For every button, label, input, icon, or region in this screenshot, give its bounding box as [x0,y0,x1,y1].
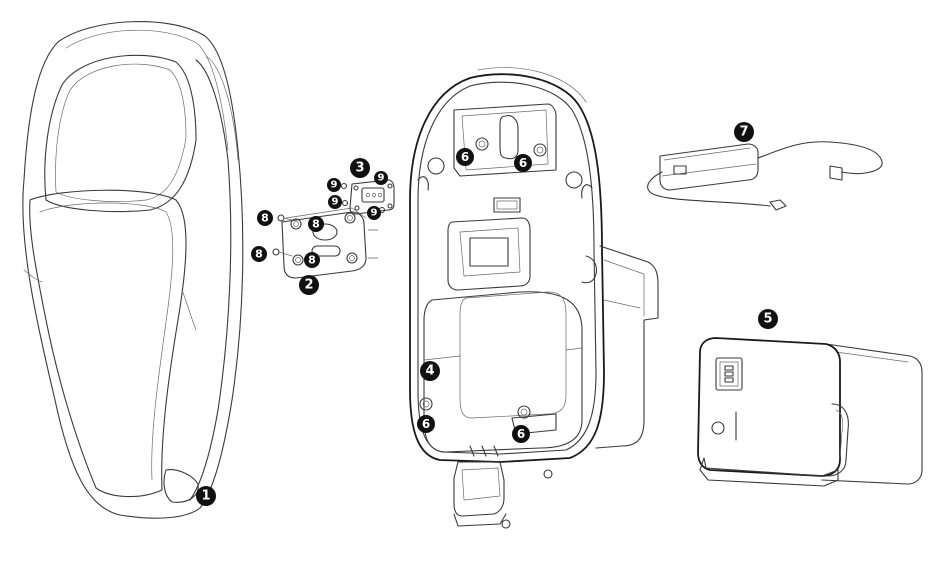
svg-text:9: 9 [331,180,338,191]
svg-text:4: 4 [425,364,434,379]
seat-shell [409,67,659,529]
svg-text:3: 3 [355,161,364,176]
svg-text:8: 8 [255,248,263,261]
callout-charger: 7 [734,122,754,142]
battery [697,337,923,487]
callout-screw-6-bottom-left: 6 [417,415,435,433]
callout-backrest: 1 [196,486,216,506]
svg-text:8: 8 [308,254,316,267]
callout-connector-plate: 3 [350,158,370,178]
svg-text:6: 6 [519,156,527,170]
callout-seat-shell: 4 [420,361,440,381]
callout-screw-9-lower-left: 9 [328,195,342,209]
svg-text:6: 6 [461,150,469,164]
callout-screw-8-lower-left: 8 [251,246,267,262]
callout-screw-9-lower-right: 9 [367,206,381,220]
callout-screw-6-top-right: 6 [514,154,532,172]
connector-plate [340,179,395,215]
svg-text:7: 7 [739,125,748,140]
callout-mounting-plate: 2 [299,275,319,295]
callout-screw-8-upper-left: 8 [257,210,273,226]
charger [647,141,883,211]
backrest-cushion [22,21,244,519]
svg-text:5: 5 [763,312,772,327]
callout-screw-9-upper-right: 9 [374,171,388,185]
svg-text:6: 6 [422,417,430,431]
callout-screw-8-upper-center: 8 [308,216,324,232]
svg-text:9: 9 [378,173,385,184]
callout-screw-8-lower-center: 8 [304,252,320,268]
callout-screw-6-bottom-right: 6 [512,425,530,443]
screw-8-parts [272,214,293,257]
svg-text:9: 9 [332,197,339,208]
callout-screw-6-top-left: 6 [456,148,474,166]
callout-battery: 5 [758,309,778,329]
svg-text:2: 2 [304,278,313,293]
svg-text:1: 1 [201,489,210,504]
callout-screw-9-upper-left: 9 [327,178,341,192]
svg-text:8: 8 [261,212,269,225]
mounting-plate [272,207,379,279]
svg-text:8: 8 [312,218,320,231]
svg-text:6: 6 [517,427,525,441]
svg-text:9: 9 [371,208,378,219]
